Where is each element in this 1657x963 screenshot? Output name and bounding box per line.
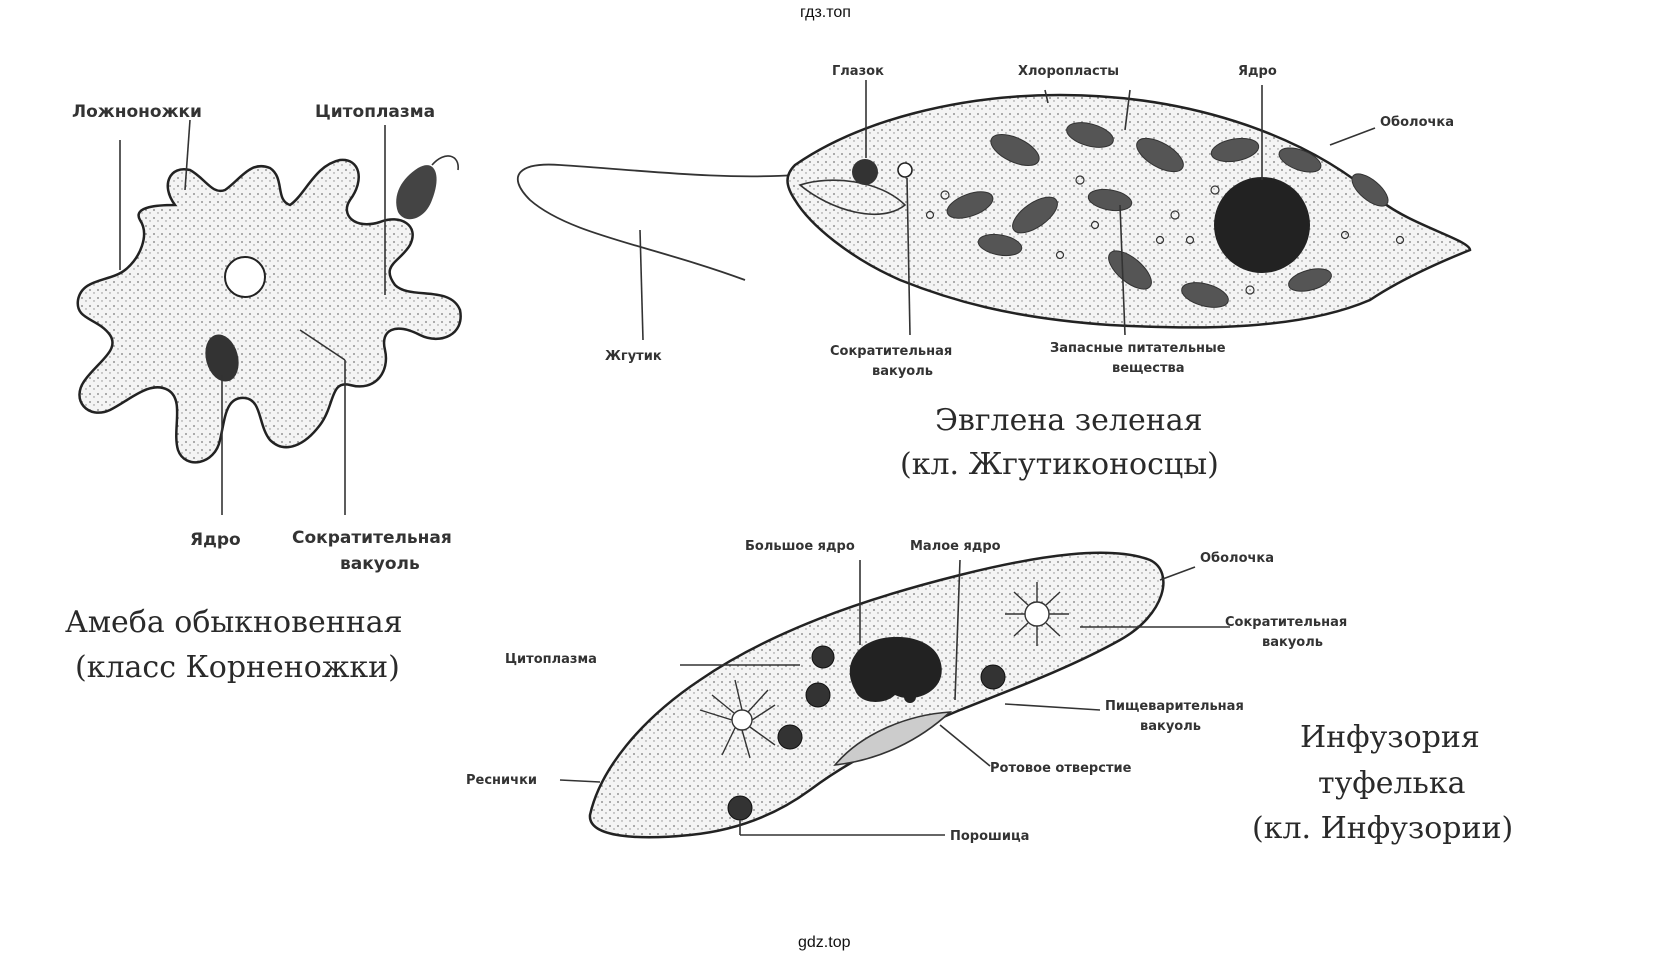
paramecium-label-micronucleus: Малое ядро: [910, 539, 1001, 554]
euglena-nucleus: [1214, 177, 1310, 273]
paramecium-label-macronucleus: Большое ядро: [745, 539, 855, 554]
euglena-label-reserve-1: Запасные питательные: [1050, 341, 1226, 356]
euglena-title-line1: Эвглена зеленая: [935, 403, 1203, 438]
euglena-label-reserve-2: вещества: [1112, 361, 1184, 376]
amoeba-label-cytoplasm: Цитоплазма: [315, 102, 435, 122]
euglena-label-eyespot: Глазок: [832, 64, 884, 79]
paramecium-label-anal-pore: Порошица: [950, 829, 1029, 844]
paramecium-label-digestive-1: Пищеварительная: [1105, 699, 1244, 714]
paramecium-title-line3: (кл. Инфузории): [1252, 811, 1513, 846]
paramecium-label-membrane: Оболочка: [1200, 551, 1274, 566]
paramecium-contractile-vacuole-rear: [699, 679, 776, 759]
amoeba-title-line1: Амеба обыкновенная: [65, 605, 403, 640]
euglena-label-membrane: Оболочка: [1380, 115, 1454, 130]
euglena-eyespot: [852, 159, 878, 185]
amoeba-nucleus: [205, 334, 239, 382]
watermark-top: гдз.топ: [800, 4, 851, 21]
amoeba-body: [76, 158, 462, 464]
paramecium-title-line2: туфелька: [1318, 766, 1466, 801]
euglena-label-flagellum: Жгутик: [605, 349, 662, 364]
paramecium-figure: Большое ядро Малое ядро Оболочка Сократи…: [466, 539, 1513, 846]
paramecium-macronucleus: [849, 636, 942, 702]
paramecium-label-contractile-1: Сократительная: [1225, 615, 1347, 630]
euglena-title-line2: (кл. Жгутиконосцы): [900, 447, 1219, 482]
euglena-flagellum: [516, 163, 796, 281]
amoeba-label-pseudopods: Ложноножки: [72, 102, 202, 122]
paramecium-digestive-vacuoles: [727, 645, 1006, 821]
paramecium-title-line1: Инфузория: [1300, 720, 1480, 755]
amoeba-label-nucleus: Ядро: [190, 530, 241, 550]
paramecium-label-contractile-2: вакуоль: [1262, 635, 1323, 650]
paramecium-label-mouth: Ротовое отверстие: [990, 761, 1132, 776]
amoeba-figure: Ложноножки Цитоплазма Ядро Сократительна…: [65, 102, 462, 685]
euglena-reserve-granules: [925, 175, 1405, 295]
euglena-label-contractile-2: вакуоль: [872, 364, 933, 379]
amoeba-title-line2: (класс Корненожки): [75, 650, 400, 685]
euglena-body: [786, 93, 1472, 329]
amoeba-contractile-vacuole: [224, 256, 266, 298]
amoeba-label-contractile-2: вакуоль: [340, 554, 420, 574]
amoeba-food-particle: [396, 165, 437, 220]
paramecium-label-cilia: Реснички: [466, 773, 537, 788]
paramecium-label-cytoplasm: Цитоплазма: [505, 652, 597, 667]
paramecium-micronucleus: [904, 691, 916, 703]
euglena-contractile-vacuole: [897, 162, 913, 178]
euglena-label-chloroplasts: Хлоропласты: [1018, 64, 1119, 79]
watermark-bottom: gdz.top: [798, 934, 851, 951]
paramecium-label-digestive-2: вакуоль: [1140, 719, 1201, 734]
amoeba-label-contractile-1: Сократительная: [292, 528, 452, 548]
euglena-chloroplasts: [946, 122, 1389, 308]
paramecium-contractile-vacuole-front: [1005, 582, 1069, 646]
euglena-label-nucleus: Ядро: [1238, 64, 1277, 79]
euglena-label-contractile-1: Сократительная: [830, 344, 952, 359]
euglena-figure: Глазок Хлоропласты Ядро Оболочка Жгутик …: [516, 64, 1472, 482]
